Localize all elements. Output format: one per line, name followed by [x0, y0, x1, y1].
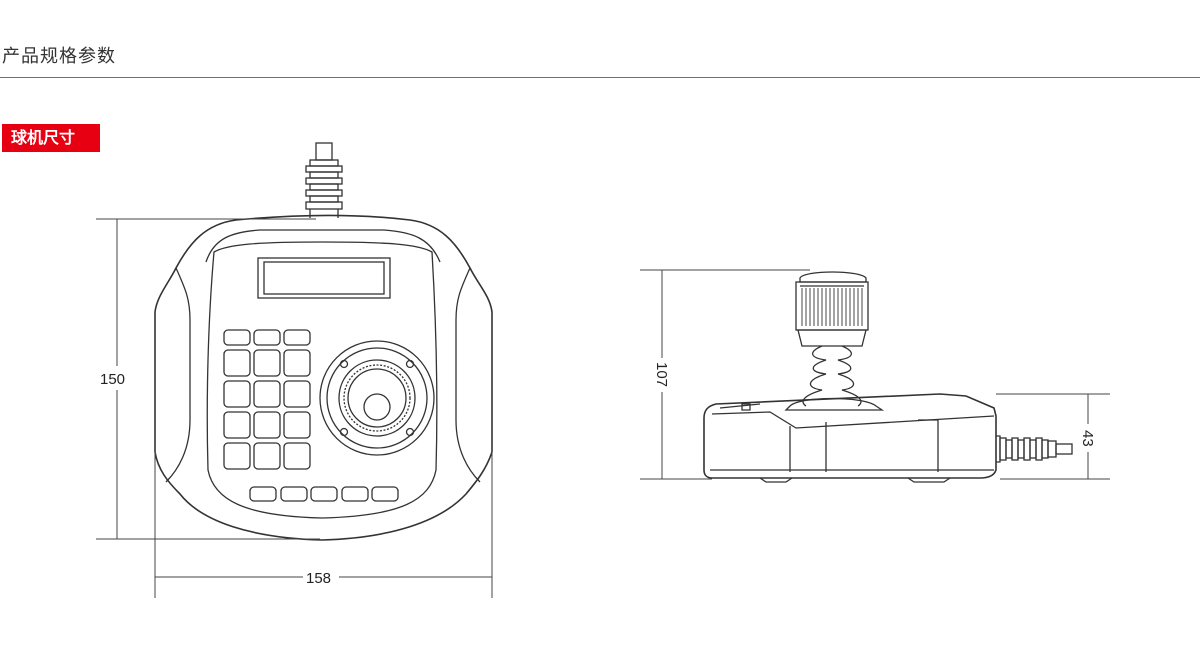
page-title: 产品规格参数	[2, 46, 116, 67]
section-badge: 球机尺寸	[2, 124, 100, 152]
header-divider	[0, 77, 1200, 78]
side-cable	[996, 435, 1073, 463]
front-view	[154, 142, 493, 541]
function-keys-top	[223, 329, 311, 346]
front-face-panel	[206, 241, 438, 519]
joystick-top-view	[319, 340, 435, 456]
side-height-dimension-label: 107	[653, 362, 670, 387]
side-view	[703, 271, 1073, 483]
front-body-outline	[154, 214, 493, 541]
side-base-outline	[703, 393, 997, 479]
lcd-display	[257, 257, 391, 299]
function-keys-bottom	[249, 486, 399, 502]
width-dimension-label: 158	[306, 570, 331, 587]
joystick-knob-side	[795, 271, 869, 347]
height-dimension-label: 150	[100, 371, 125, 388]
base-height-dimension-label: 43	[1079, 430, 1096, 447]
front-cable	[305, 142, 343, 218]
numeric-keypad	[223, 349, 311, 470]
joystick-bellows	[784, 345, 885, 411]
